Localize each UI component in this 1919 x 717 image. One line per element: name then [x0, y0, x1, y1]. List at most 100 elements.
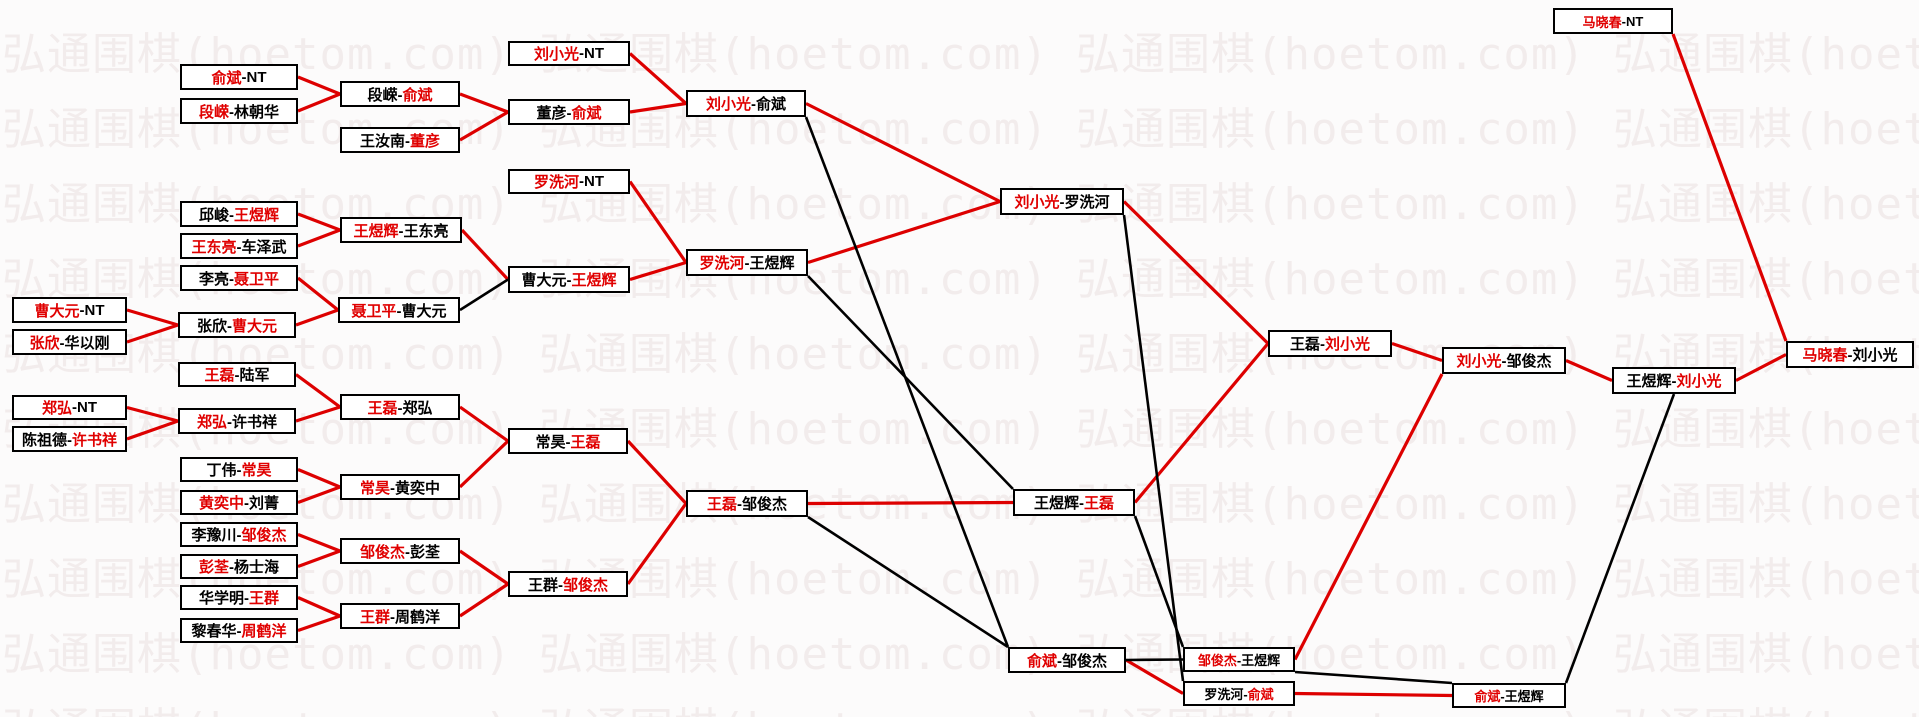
- winner-name: 王磊: [204, 367, 235, 384]
- match-box-b40: 邹俊杰-王煜辉: [1183, 647, 1295, 672]
- winner-name: 罗洗河: [699, 255, 745, 272]
- winner-name: 王磊: [706, 496, 737, 513]
- match-box-b36: 王群-邹俊杰: [508, 571, 628, 597]
- winner-name: 王东亮: [191, 238, 237, 256]
- match-box-b33: 华学明-王群: [180, 585, 298, 610]
- match-box-b13: 曹大元-NT: [12, 297, 127, 323]
- player-name: 段嵘-: [367, 86, 403, 104]
- match-box-b29: 王磊-邹俊杰: [686, 490, 808, 517]
- winner-name: 董彦: [409, 132, 440, 150]
- player-name: 王磊-: [1289, 336, 1325, 353]
- connector-line-black: [807, 515, 1009, 649]
- match-box-b10: 王东亮-车泽武: [180, 233, 298, 259]
- player-name: -周鹤洋: [390, 608, 440, 626]
- player-name: 李豫川-: [191, 527, 242, 544]
- winner-name: 周鹤洋: [241, 623, 287, 640]
- player-name: -王东亮: [398, 222, 449, 240]
- winner-name: 刘小光: [705, 96, 751, 113]
- player-name: -王煜辉: [1236, 653, 1281, 668]
- match-box-b08: 罗洗河-NT: [508, 169, 630, 194]
- match-box-b25: 常昊-王磊: [508, 428, 628, 454]
- player-name: 董彦-: [536, 104, 572, 122]
- player-name: -NT: [579, 45, 604, 62]
- player-name: -罗洗河: [1059, 194, 1110, 211]
- connector-line-black: [807, 275, 1014, 490]
- match-box-b28: 常昊-黄奕中: [340, 474, 460, 500]
- match-box-b20: 王磊-陆军: [178, 362, 296, 387]
- match-box-b44: 王煜辉-刘小光: [1612, 367, 1736, 394]
- player-name: 王群-: [527, 576, 563, 594]
- match-box-b42: 俞斌-王煜辉: [1452, 683, 1566, 708]
- player-name: -王煜辉: [744, 255, 795, 272]
- match-box-b23: 郑弘-许书祥: [178, 408, 296, 434]
- connector-line-red: [626, 502, 688, 585]
- connector-line-red: [126, 405, 179, 423]
- match-box-b22: 陈祖德-许书祥: [12, 426, 127, 452]
- winner-name: 常昊: [241, 462, 272, 479]
- match-box-b19: 刘小光-罗洗河: [1000, 188, 1124, 215]
- connector-line-black: [804, 116, 1010, 648]
- player-name: -NT: [72, 399, 97, 416]
- player-name: -邹俊杰: [1057, 652, 1107, 670]
- winner-name: 郑弘: [196, 413, 227, 431]
- connector-line-black: [1564, 393, 1676, 684]
- winner-name: 王煜辉: [571, 272, 617, 289]
- connector-line-red: [629, 101, 687, 114]
- player-name: -刘菁: [244, 495, 279, 512]
- connector-line-red: [297, 614, 341, 633]
- match-box-b35: 王群-周鹤洋: [340, 603, 460, 629]
- player-name: 罗洗河-: [1204, 687, 1248, 702]
- winner-name: 刘小光: [1324, 336, 1370, 353]
- connector-line-red: [297, 468, 341, 489]
- player-name: -NT: [1621, 13, 1644, 29]
- winner-name: 马晓春: [1582, 14, 1622, 30]
- player-name: 陈祖德-: [21, 431, 72, 449]
- winner-name: 刘小光: [533, 46, 579, 63]
- player-name: -邹俊杰: [1501, 353, 1552, 370]
- winner-name: 黄奕中: [198, 495, 244, 512]
- player-name: 黎春华-: [191, 623, 242, 640]
- player-name: -华以刚: [59, 334, 110, 352]
- connector-line-red: [126, 323, 179, 344]
- connector-line-red: [1565, 359, 1613, 382]
- connector-line-red: [628, 180, 688, 264]
- connector-line-red: [297, 75, 341, 96]
- connector-line-red: [295, 308, 339, 327]
- match-box-b37: 王煜辉-王磊: [1013, 489, 1135, 516]
- connector-line-red: [297, 485, 341, 505]
- connector-line-red: [628, 52, 688, 105]
- connector-line-red: [1735, 353, 1787, 382]
- match-box-b16: 聂卫平-曹大元: [338, 297, 460, 323]
- winner-name: 郑弘: [41, 400, 72, 417]
- connector-line-red: [126, 308, 179, 327]
- winner-name: 彭荃: [198, 559, 229, 576]
- player-name: -俞斌: [751, 96, 786, 113]
- connector-line-red: [1671, 33, 1788, 342]
- winner-name: 俞斌: [1247, 687, 1274, 702]
- connector-line-red: [459, 549, 509, 586]
- player-name: -车泽武: [236, 238, 287, 256]
- player-name: -王煜辉: [1500, 689, 1544, 704]
- winner-name: 段嵘: [198, 103, 229, 121]
- connector-line-red: [629, 260, 687, 282]
- connector-line-red: [297, 276, 339, 312]
- winner-name: 王煜辉: [353, 222, 399, 240]
- connector-line-red: [1122, 200, 1270, 345]
- match-box-b05: 刘小光-NT: [508, 41, 630, 66]
- connector-line-red: [297, 212, 341, 232]
- connector-line-red: [807, 199, 1001, 265]
- match-box-b46: 马晓春-NT: [1553, 8, 1673, 34]
- match-box-b15: 张欣-曹大元: [178, 312, 296, 338]
- match-box-b01: 俞斌-NT: [180, 64, 298, 90]
- connector-line-red: [1293, 373, 1444, 661]
- winner-name: 聂卫平: [351, 302, 397, 320]
- match-box-b03: 段嵘-俞斌: [340, 81, 460, 107]
- match-box-b02: 段嵘-林朝华: [180, 98, 298, 124]
- winner-name: 刘小光: [1014, 194, 1060, 211]
- player-name: -邹俊杰: [737, 496, 787, 513]
- winner-name: 许书祥: [71, 431, 117, 449]
- winner-name: 邹俊杰: [359, 543, 405, 561]
- match-box-b21: 郑弘-NT: [12, 395, 127, 420]
- match-box-b43: 刘小光-邹俊杰: [1442, 347, 1566, 374]
